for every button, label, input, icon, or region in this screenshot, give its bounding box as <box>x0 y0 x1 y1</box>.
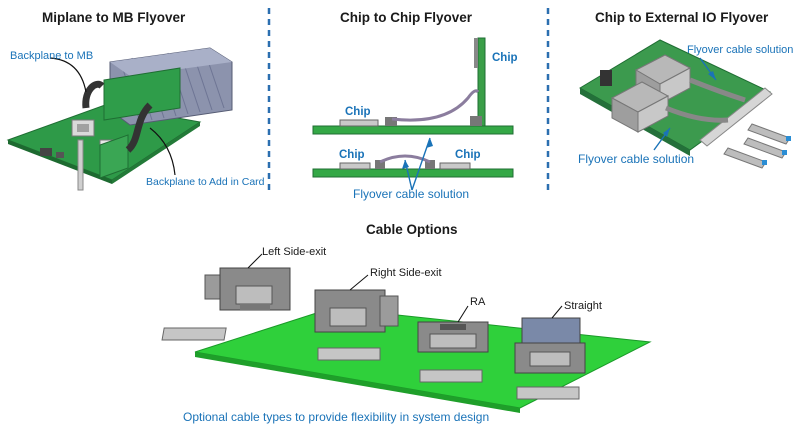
label-flyover-io-bottom: Flyover cable solution <box>578 152 695 166</box>
connector-left-side-exit <box>204 267 291 311</box>
label-backplane-to-add-in-card: Backplane to Add in Card <box>146 176 265 188</box>
label-flyover-chip-to-chip: Flyover cable solution <box>353 187 470 201</box>
slot-1 <box>161 327 227 341</box>
panel-title-chip-to-io: Chip to External IO Flyover <box>595 10 769 25</box>
panel-title-chip-to-chip: Chip to Chip Flyover <box>340 10 473 25</box>
miplane-illustration <box>6 47 233 191</box>
cable-backplane-card <box>125 102 153 153</box>
pcb-top <box>312 125 514 135</box>
connector-ra <box>417 321 489 353</box>
label-flyover-io-top: Flyover cable solution <box>687 44 794 56</box>
option-label-straight: Straight <box>564 300 602 312</box>
cable-backplane-mb <box>82 80 105 109</box>
cable-bottom <box>379 154 431 164</box>
label-chip-bottom-right: Chip <box>455 149 481 161</box>
label-backplane-to-mb: Backplane to MB <box>10 50 94 62</box>
option-label-left-side-exit: Left Side-exit <box>262 246 327 258</box>
cable-top <box>391 89 480 122</box>
add-in-card <box>99 134 129 179</box>
cable-options-title: Cable Options <box>366 222 458 237</box>
pcb-bottom <box>312 168 514 178</box>
slot-4 <box>516 386 580 400</box>
option-label-ra: RA <box>470 296 486 308</box>
label-chip-vertical: Chip <box>492 52 518 64</box>
cable-options-caption: Optional cable types to provide flexibil… <box>183 410 490 424</box>
slot-2 <box>317 347 381 361</box>
label-chip-top: Chip <box>345 106 371 118</box>
connector-right-side-exit <box>314 289 399 333</box>
slot-3 <box>419 369 483 383</box>
backplane <box>103 67 181 121</box>
label-chip-bottom-left: Chip <box>339 149 365 161</box>
chip-to-io-illustration <box>579 39 791 169</box>
panel-title-miplane: Miplane to MB Flyover <box>42 10 186 25</box>
option-label-right-side-exit: Right Side-exit <box>370 267 442 279</box>
connector-straight <box>514 317 586 374</box>
cable-options-illustration <box>161 253 652 413</box>
io-bracket <box>699 87 773 147</box>
chip-to-chip-illustration <box>312 37 514 191</box>
